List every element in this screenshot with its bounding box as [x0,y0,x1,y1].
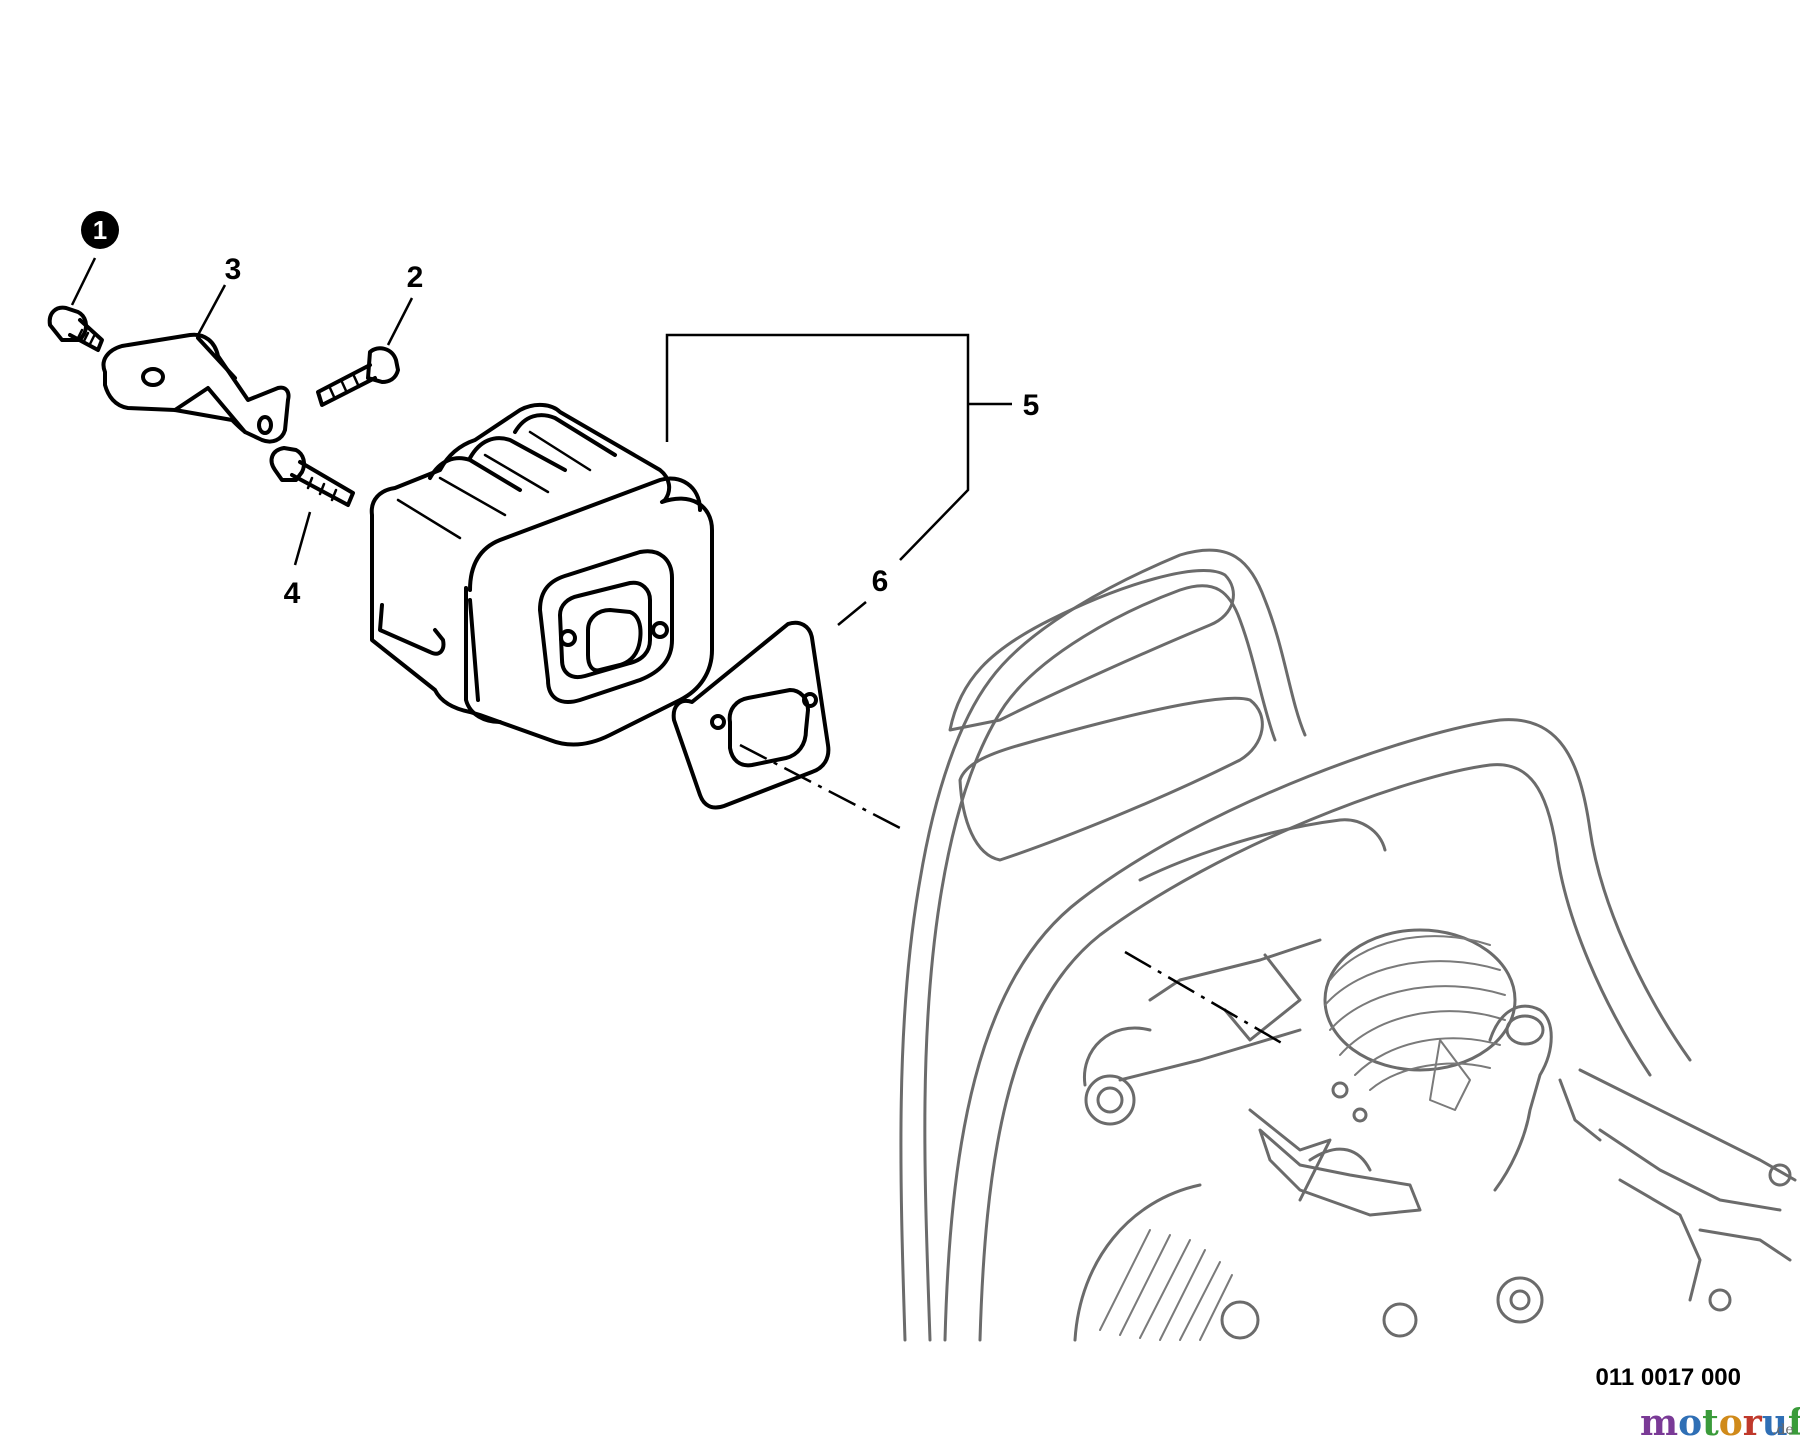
watermark-logo: motoruf .de [1640,1402,1800,1444]
starter-fan [1073,1183,1233,1342]
gasket [671,620,831,810]
drawing-number: 011 0017 000 [1596,1364,1742,1391]
watermark-letter: t [1702,1402,1719,1444]
bracket [101,332,291,444]
screw-short [47,305,104,352]
callout-label: 1 [93,215,107,245]
watermark-letter: u [1762,1402,1788,1444]
callout-3: 3 [225,253,242,286]
watermark-letter: m [1640,1402,1678,1444]
leader-lines [70,257,1286,1047]
screw-long-lower [269,446,355,507]
watermark-letter: r [1743,1402,1763,1444]
watermark-suffix: .de [1772,1422,1794,1438]
callout-2: 2 [407,261,424,294]
watermark-letter: o [1719,1402,1743,1444]
callout-4: 4 [284,577,301,610]
callout-6: 6 [872,565,889,598]
callout-1: 1 [81,211,119,249]
cylinder-fins [1323,928,1517,1111]
callout-5: 5 [1023,389,1040,422]
watermark-letter: f [1788,1402,1800,1444]
screw-long-upper [316,346,400,407]
muffler [369,403,714,747]
svg-text:motoruf: motoruf [1640,1402,1800,1444]
chainsaw-body [899,548,1797,1342]
callout-badge [81,211,119,249]
watermark-letter: o [1678,1402,1702,1444]
